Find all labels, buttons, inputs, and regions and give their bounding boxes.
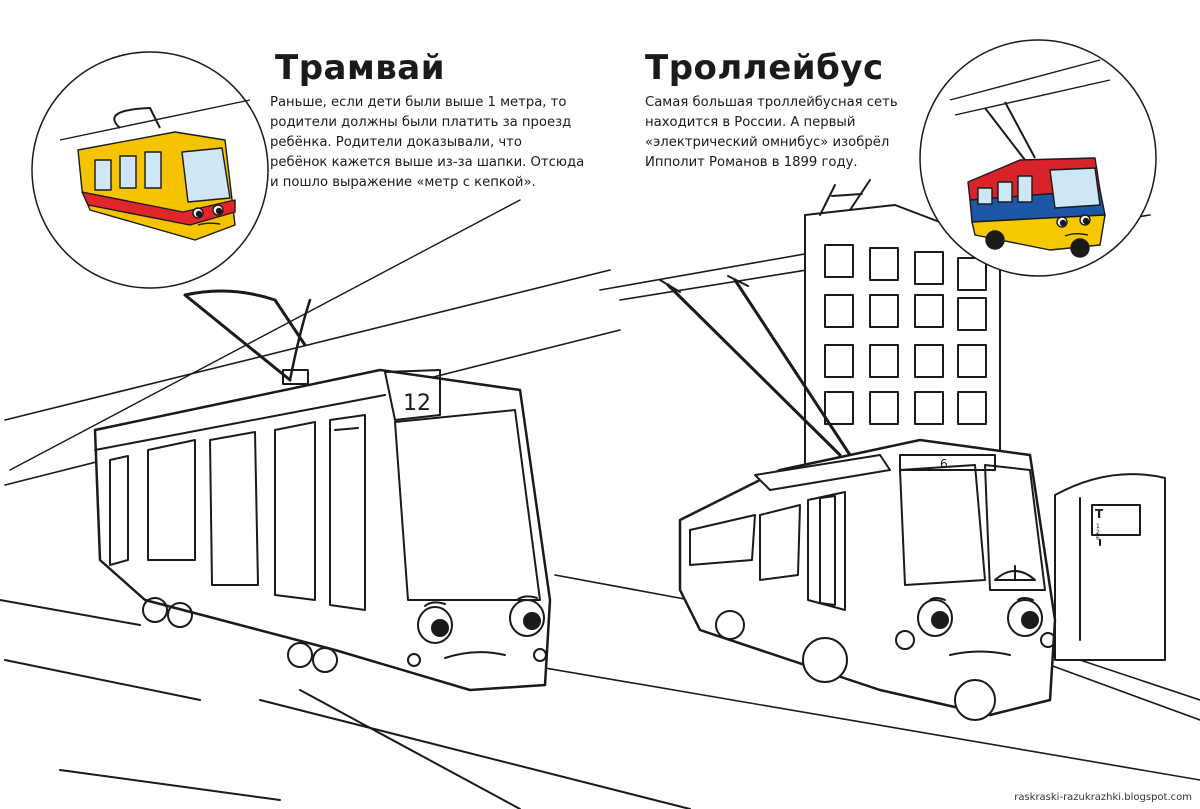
stop-sign-letter: T (1095, 507, 1104, 521)
tram-description-line: и пошло выражение «метр с кепкой». (270, 175, 536, 190)
trolleybus-description-line: Самая большая троллейбусная сеть (645, 95, 898, 110)
trolleybus-drawing (678, 438, 1057, 721)
tram-route-number: 12 (403, 391, 431, 416)
apartment-building (804, 179, 1001, 471)
bus-stop-shelter (1054, 473, 1166, 661)
tram-description-line: ребёнка. Родители доказывали, что (270, 135, 522, 150)
trolleybus-description-line: «электрический омнибус» изобрёл (645, 135, 890, 150)
tram-description: Раньше, если дети были выше 1 метра, то … (270, 93, 600, 193)
stop-sign-row: 2 (1096, 529, 1100, 536)
site-credit: raskraski-razukrazhki.blogspot.com (1014, 792, 1192, 803)
stop-sign-row: 1 (1096, 523, 1100, 530)
tram-description-line: родители должны были платить за проезд (270, 115, 572, 130)
tram-description-line: ребёнок кажется выше из-за шапки. Отсюда (270, 155, 585, 170)
trolleybus-route-number: 6 (940, 457, 948, 471)
tram-drawing (93, 368, 552, 692)
tram-pantograph (183, 289, 312, 385)
trolleybus-poles (659, 275, 852, 457)
trolleybus-heading: Троллейбус (645, 48, 884, 88)
trolleybus-description-line: Ипполит Романов в 1899 году. (645, 155, 858, 170)
tram-color-example (31, 51, 269, 289)
trolleybus-mini-side-window (1017, 175, 1033, 203)
tram-description-line: Раньше, если дети были выше 1 метра, то (270, 95, 567, 110)
trolleybus-description-line: находится в России. А первый (645, 115, 856, 130)
road-lines (0, 574, 1200, 809)
tram-heading: Трамвай (275, 48, 446, 88)
trolleybus-mini-side-window (977, 187, 993, 205)
tram-mini-side-window (119, 155, 137, 189)
trolleybus-mini-side-window (997, 181, 1013, 203)
trolleybus-description: Самая большая троллейбусная сеть находит… (645, 93, 915, 173)
tram-mini-windscreen (181, 147, 231, 203)
trolleybus-color-example (919, 39, 1157, 277)
trolleybus-mini-windscreen (1049, 167, 1101, 209)
stop-sign-row: 6 (1096, 535, 1100, 542)
tram-mini-side-window (94, 159, 112, 191)
tram-mini-side-window (144, 151, 162, 189)
